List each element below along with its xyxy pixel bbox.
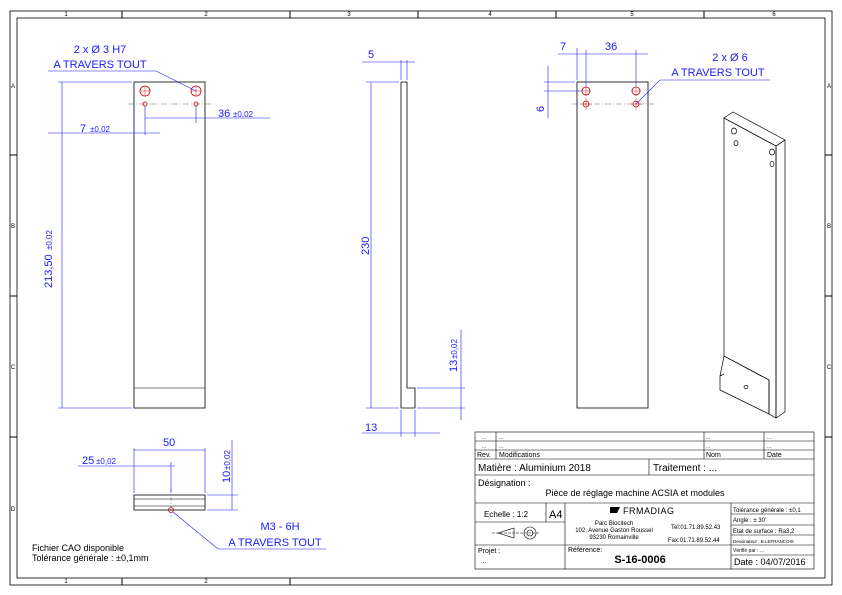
col-label-3: 3 bbox=[347, 12, 351, 18]
side-dim-13-h: 13 bbox=[365, 422, 377, 434]
side-view: 5 230 13 ±0,02 13 bbox=[360, 49, 465, 437]
company-name: FRMADIAG bbox=[623, 506, 675, 516]
rev-a-cell-4: ... bbox=[767, 435, 771, 441]
surface-finish: Etat de surface : Ra3,2 bbox=[733, 529, 795, 535]
projection-symbol-icon bbox=[492, 526, 540, 540]
front-hole-callout-line2: A TRAVERS TOUT bbox=[53, 59, 147, 71]
row-label-c: C bbox=[11, 365, 16, 371]
designation-value: Pièce de réglage machine ACSIA et module… bbox=[545, 488, 725, 498]
side-dim-13-v: 13 bbox=[448, 360, 460, 372]
bottom-dim-25: 25 bbox=[82, 455, 94, 467]
rev-a-cell-3: ... bbox=[706, 435, 710, 441]
thread-callout-line2: A TRAVERS TOUT bbox=[228, 537, 322, 549]
front-dim-height: 213,50 bbox=[43, 254, 55, 288]
thread-hole-icon bbox=[168, 507, 174, 513]
side-dim-5: 5 bbox=[368, 49, 374, 61]
col-label-4: 4 bbox=[488, 12, 492, 18]
drafter: Dessinateur : B.LEFRANCOIS bbox=[733, 539, 794, 544]
rev-header-rev: Rev. bbox=[477, 452, 491, 459]
bottom-view: 50 25 ±0,02 10 ±0,02 M3 - 6H A TRAVERS T… bbox=[78, 437, 326, 550]
company-address-2: 102, Avenue Gaston Roussel bbox=[575, 528, 653, 534]
row-label-b: B bbox=[11, 224, 15, 230]
general-tolerance: Tolérance générale : ±0,1 bbox=[733, 508, 801, 514]
front-dim-36: 36 bbox=[218, 108, 230, 120]
col-label-6: 6 bbox=[772, 12, 776, 18]
drawing-frame bbox=[9, 10, 833, 586]
reference-label: Référence: bbox=[568, 547, 602, 554]
project-label: Projet : bbox=[478, 548, 500, 555]
company-address-1: Parc Biocitech bbox=[595, 521, 633, 527]
front-dim-7-tol: ±0,02 bbox=[90, 125, 111, 134]
col-label-bottom-2: 2 bbox=[204, 579, 208, 585]
isometric-view bbox=[719, 111, 786, 419]
drawing-date: Date : 04/07/2016 bbox=[734, 557, 806, 567]
rev-b-cell-1: ... bbox=[482, 444, 486, 450]
scale-label: Echelle : 1:2 bbox=[484, 510, 529, 519]
col-label-2: 2 bbox=[204, 12, 208, 18]
company-fax: Fax:01.71.89.52.44 bbox=[668, 538, 720, 544]
col-label-bottom-1: 1 bbox=[64, 579, 68, 585]
side-dim-13-v-tol: ±0,02 bbox=[450, 338, 459, 359]
front-view: 2 x Ø 3 H7 A TRAVERS TOUT 36 ±0,02 7 ±0,… bbox=[43, 44, 270, 409]
checked-by: Vérifié par : ... bbox=[733, 548, 764, 554]
note-general-tolerance: Tolérance générale : ±0,1mm bbox=[32, 553, 149, 563]
col-label-5: 5 bbox=[630, 12, 634, 18]
company-tel: Tel:01.71.89.52.43 bbox=[671, 525, 721, 531]
bottom-dim-50: 50 bbox=[163, 437, 175, 449]
right-hole-callout-line2: A TRAVERS TOUT bbox=[671, 67, 765, 79]
right-dim-6: 6 bbox=[535, 106, 547, 112]
frame-labels: 1 2 3 4 5 6 1 2 A B C D A B C bbox=[11, 12, 832, 585]
rev-a-cell-2: ... bbox=[499, 435, 503, 441]
right-dim-7: 7 bbox=[560, 41, 566, 53]
traitement-label: Traitement : ... bbox=[653, 463, 717, 474]
reference-value: S-16-0006 bbox=[614, 554, 665, 566]
bottom-dim-25-tol: ±0,02 bbox=[96, 457, 117, 466]
right-view: 7 36 6 2 x Ø 6 A TRAVERS TOUT bbox=[535, 41, 770, 409]
rev-a-cell-1: ... bbox=[482, 435, 486, 441]
row-label-d: D bbox=[11, 507, 16, 513]
front-dim-height-tol: ±0,02 bbox=[45, 229, 54, 250]
right-dim-36: 36 bbox=[605, 41, 617, 53]
row-label-a-right: A bbox=[827, 84, 831, 90]
bottom-dim-10-tol: ±0,02 bbox=[223, 449, 232, 470]
front-dim-36-tol: ±0,02 bbox=[233, 110, 254, 119]
rev-header-date: Date bbox=[767, 452, 782, 459]
rev-b-cell-3: ... bbox=[706, 444, 710, 450]
bottom-dim-10: 10 bbox=[221, 471, 233, 483]
company-address-3: 93230 Romainville bbox=[589, 535, 639, 541]
note-cad-file: Fichier CAO disponible bbox=[32, 543, 124, 553]
project-value: ... bbox=[481, 559, 486, 565]
row-label-a: A bbox=[11, 84, 15, 90]
matiere-label: Matière : Aluminium 2018 bbox=[478, 463, 591, 474]
paper-format: A4 bbox=[549, 509, 562, 521]
angle-tolerance: Angle : ± 30' bbox=[733, 518, 766, 524]
row-label-b-right: B bbox=[827, 224, 831, 230]
thread-callout-line1: M3 - 6H bbox=[260, 521, 299, 533]
rev-b-cell-2: ... bbox=[499, 444, 503, 450]
side-dim-230: 230 bbox=[360, 237, 372, 255]
designation-label: Désignation : bbox=[478, 478, 531, 488]
col-label-1: 1 bbox=[64, 12, 68, 18]
title-block: ... ... ... ... ... ... ... ... Rev. Mod… bbox=[474, 431, 815, 570]
rev-b-cell-4: ... bbox=[767, 444, 771, 450]
rev-header-nom: Nom bbox=[706, 452, 721, 459]
rev-header-modifications: Modifications bbox=[499, 452, 540, 459]
front-dim-7: 7 bbox=[80, 123, 86, 135]
right-hole-callout-line1: 2 x Ø 6 bbox=[712, 52, 747, 64]
row-label-c-right: C bbox=[827, 365, 832, 371]
company-logo-icon bbox=[610, 507, 620, 513]
front-hole-callout-line1: 2 x Ø 3 H7 bbox=[74, 44, 127, 56]
